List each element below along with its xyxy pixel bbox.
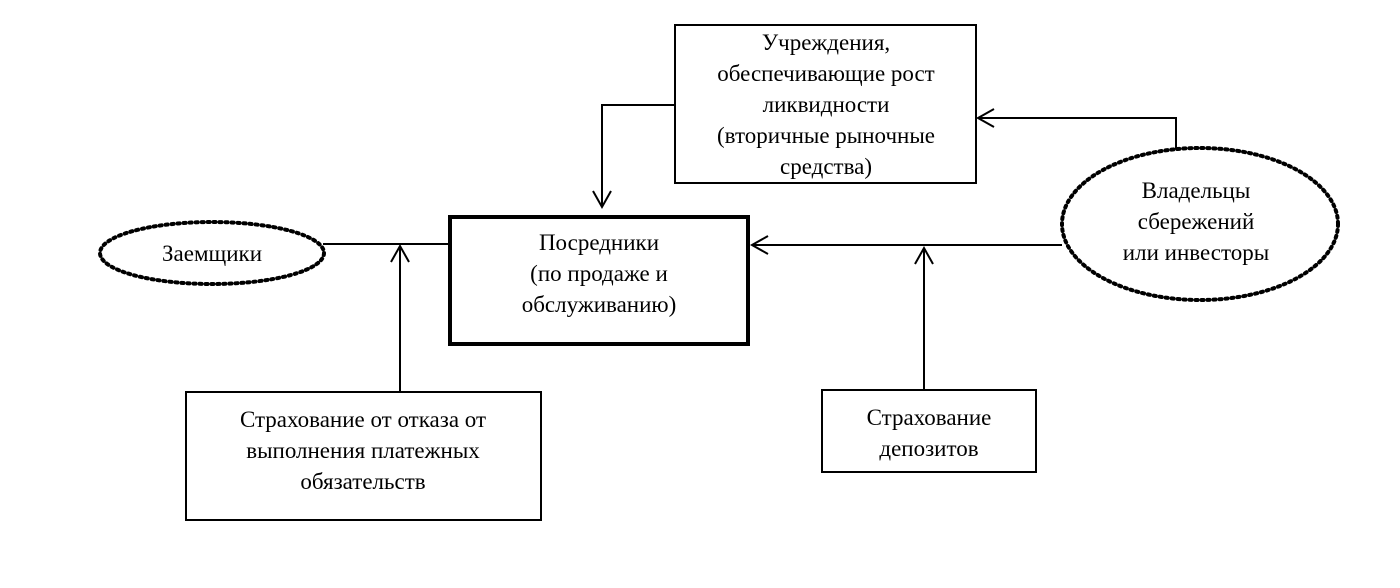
deposit-insurance-line-1: Страхование — [867, 405, 992, 430]
arrowhead-intermediaries-right — [749, 235, 769, 255]
liquidity-line-3: ликвидности — [763, 92, 890, 117]
deposit-insurance-node: Страхование депозитов — [821, 389, 1037, 473]
arrowhead-default-insurance — [390, 243, 410, 263]
liquidity-line-4: (вторичные рыночные — [717, 123, 935, 148]
default-insurance-node: Страхование от отказа от выполнения плат… — [185, 391, 542, 521]
arrowhead-deposit-insurance — [914, 245, 934, 265]
borrowers-node: Заемщики — [98, 220, 326, 286]
liquidity-line-1: Учреждения, — [762, 30, 890, 55]
intermediaries-line-3: обслуживанию) — [522, 292, 677, 317]
savers-line-3: или инвесторы — [1123, 240, 1269, 265]
liquidity-line-5: средства) — [780, 154, 872, 179]
borrowers-label: Заемщики — [162, 241, 262, 266]
liquidity-institutions-node: Учреждения, обеспечивающие рост ликвидно… — [674, 24, 977, 184]
default-insurance-line-3: обязательств — [300, 469, 425, 494]
liquidity-line-2: обеспечивающие рост — [717, 61, 934, 86]
savers-line-1: Владельцы — [1142, 178, 1251, 203]
arrowhead-intermediaries-top — [592, 190, 612, 210]
default-insurance-line-2: выполнения платежных — [246, 438, 480, 463]
arrowhead-liquidity — [975, 108, 995, 128]
intermediaries-node: Посредники (по продаже и обслуживанию) — [448, 215, 750, 346]
default-insurance-line-1: Страхование от отказа от — [240, 407, 486, 432]
connector-liquidity-intermediaries — [601, 104, 675, 206]
intermediaries-line-2: (по продаже и — [530, 261, 668, 286]
connector-savers-liquidity — [978, 117, 1177, 150]
savers-node: Владельцы сбережений или инвесторы — [1060, 146, 1340, 302]
savers-line-2: сбережений — [1138, 209, 1255, 234]
deposit-insurance-line-2: депозитов — [879, 436, 978, 461]
intermediaries-line-1: Посредники — [539, 230, 659, 255]
